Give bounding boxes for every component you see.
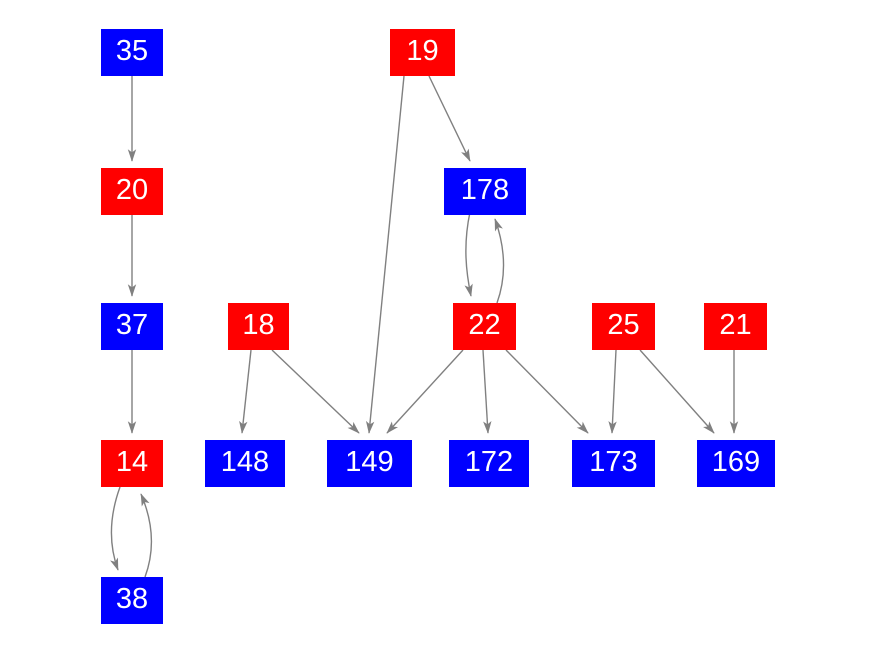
edge-22-149 [386, 349, 464, 434]
node-label: 22 [468, 309, 501, 341]
edge-18-149 [271, 349, 360, 434]
edge-178-22 [464, 211, 473, 297]
node-label: 148 [220, 446, 270, 478]
edge-38-14 [140, 493, 153, 578]
node-38[interactable]: 38 [101, 577, 163, 624]
node-label: 169 [711, 446, 761, 478]
node-19[interactable]: 19 [390, 29, 455, 76]
node-22[interactable]: 22 [453, 303, 516, 350]
edge-22-178 [494, 218, 505, 304]
node-172[interactable]: 172 [449, 440, 529, 487]
edge-19-149 [365, 75, 405, 434]
node-149[interactable]: 149 [327, 440, 412, 487]
edge-25-173 [608, 349, 617, 434]
node-169[interactable]: 169 [697, 440, 775, 487]
node-label: 35 [115, 35, 149, 67]
edge-14-38 [110, 486, 121, 571]
node-35[interactable]: 35 [101, 29, 163, 76]
node-label: 19 [406, 35, 439, 67]
node-37[interactable]: 37 [101, 303, 163, 350]
edge-22-172 [482, 349, 492, 434]
node-21[interactable]: 21 [704, 303, 767, 350]
node-label: 178 [460, 174, 510, 206]
node-label: 25 [607, 309, 640, 341]
node-label: 38 [115, 583, 149, 615]
node-label: 21 [719, 309, 752, 341]
edge-22-173 [505, 349, 589, 434]
edge-25-169 [639, 349, 715, 434]
node-label: 14 [115, 446, 149, 478]
node-14[interactable]: 14 [101, 440, 163, 487]
node-18[interactable]: 18 [228, 303, 289, 350]
node-148[interactable]: 148 [205, 440, 285, 487]
edge-19-178 [428, 75, 471, 162]
node-20[interactable]: 20 [101, 168, 163, 215]
node-173[interactable]: 173 [572, 440, 655, 487]
node-25[interactable]: 25 [592, 303, 655, 350]
edge-18-148 [239, 349, 252, 434]
node-label: 172 [464, 446, 514, 478]
node-label: 173 [589, 446, 638, 478]
node-178[interactable]: 178 [444, 168, 526, 215]
node-label: 18 [242, 309, 275, 341]
node-label: 149 [345, 446, 394, 478]
node-label: 37 [115, 309, 149, 341]
node-label: 20 [115, 174, 149, 206]
